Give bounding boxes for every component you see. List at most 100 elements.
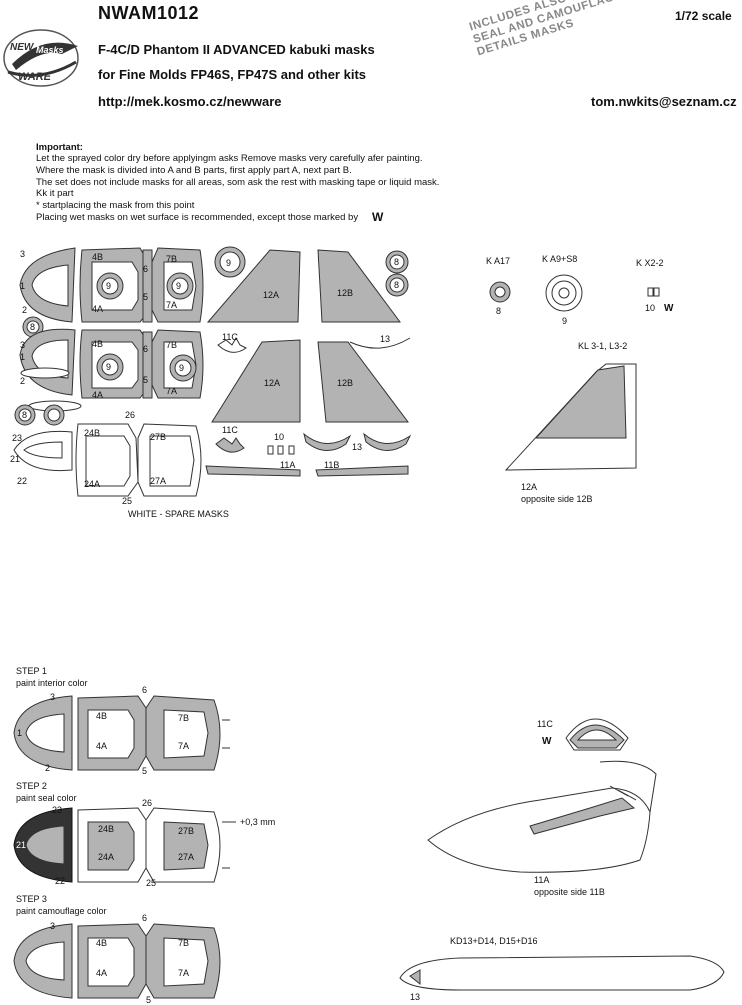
fuel-tank-title: KD13+D14, D15+D16 — [450, 936, 538, 946]
label-9: 9 — [106, 362, 111, 372]
wheel-label-10: 10 — [645, 303, 655, 313]
label-12A: 12A — [263, 290, 279, 300]
label-8: 8 — [22, 410, 27, 420]
label-23: 23 — [12, 433, 22, 443]
windscreen-outline — [565, 718, 629, 751]
label-10: 10 — [274, 432, 284, 442]
label-2: 2 — [45, 763, 50, 773]
label-22: 22 — [17, 476, 27, 486]
label-27B: 27B — [150, 432, 166, 442]
fuel-tank-label-13: 13 — [410, 992, 420, 1002]
logo-ware-text: WARE — [18, 71, 52, 83]
side-label-11A: 11A — [534, 875, 549, 885]
side-label-11C: 11C — [537, 719, 553, 729]
label-5: 5 — [146, 995, 151, 1005]
instruction-line: Let the sprayed color dry before applyin… — [36, 153, 423, 164]
label-4B: 4B — [96, 938, 107, 948]
fin-title: KL 3-1, L3-2 — [578, 341, 627, 351]
canopy-set-1 — [19, 247, 204, 323]
mask-10 — [277, 445, 284, 455]
logo-graphic: NEW Masks WARE — [3, 29, 79, 87]
label-13: 13 — [352, 442, 362, 452]
label-7B: 7B — [166, 340, 177, 350]
label-12B: 12B — [337, 378, 353, 388]
step-2-title: STEP 2 — [16, 781, 47, 791]
label-5: 5 — [143, 375, 148, 385]
logo-masks-text: Masks — [36, 45, 64, 55]
label-23: 23 — [52, 805, 62, 815]
label-24A: 24A — [98, 852, 114, 862]
label-7B: 7B — [166, 254, 177, 264]
label-6: 6 — [142, 685, 147, 695]
fuselage-outline — [427, 787, 651, 873]
email-link[interactable]: tom.nwkits@seznam.cz — [591, 94, 737, 109]
canopy-set-2 — [19, 328, 204, 399]
fin-opposite: opposite side 12B — [521, 494, 593, 504]
wheel-mask-9 — [545, 274, 583, 312]
label-7B: 7B — [178, 713, 189, 723]
wheel-label-a9: K A9+S8 — [542, 254, 577, 264]
website-link[interactable]: http://mek.kosmo.cz/newware — [98, 94, 282, 109]
label-4A: 4A — [96, 741, 107, 751]
label-11A: 11A — [280, 460, 295, 470]
label-4B: 4B — [92, 252, 103, 262]
label-11C: 11C — [222, 425, 238, 435]
canopy-step-2 — [13, 807, 236, 883]
label-9: 9 — [106, 281, 111, 291]
spare-strip — [20, 367, 70, 379]
label-1: 1 — [17, 728, 22, 738]
label-4A: 4A — [92, 304, 103, 314]
canopy-step-3 — [13, 923, 221, 999]
wheel-label-9: 9 — [562, 316, 567, 326]
label-24B: 24B — [84, 428, 100, 438]
wet-mask-icon: W — [372, 210, 384, 224]
fin-mask-12B — [317, 249, 401, 323]
label-26: 26 — [142, 798, 152, 808]
mask-11C — [217, 336, 247, 353]
label-9: 9 — [179, 363, 184, 373]
step-1-desc: paint interior color — [16, 678, 88, 688]
instruction-line: Placing wet masks on wet surface is reco… — [36, 212, 359, 223]
label-8: 8 — [394, 257, 399, 267]
label-3: 3 — [20, 340, 25, 350]
mask-13 — [363, 432, 412, 451]
canopy-frame-mask-11A — [529, 797, 636, 835]
label-3: 3 — [50, 921, 55, 931]
label-26: 26 — [125, 410, 135, 420]
fuel-tank-mask-13 — [409, 969, 421, 986]
label-27A: 27A — [178, 852, 194, 862]
spare-masks-note: WHITE - SPARE MASKS — [128, 509, 229, 519]
label-7A: 7A — [178, 968, 189, 978]
fin-mask-12B — [317, 341, 409, 423]
label-24B: 24B — [98, 824, 114, 834]
label-1: 1 — [20, 281, 25, 291]
label-7B: 7B — [178, 938, 189, 948]
label-12B: 12B — [337, 288, 353, 298]
label-13: 13 — [380, 334, 390, 344]
label-7A: 7A — [178, 741, 189, 751]
wheel-label-8: 8 — [496, 306, 501, 316]
mask-10 — [267, 445, 274, 455]
label-24A: 24A — [84, 479, 100, 489]
wheel-label-x22: K X2-2 — [636, 258, 664, 268]
label-5: 5 — [142, 766, 147, 776]
fuel-tank-outline — [399, 955, 725, 991]
mask-13 — [303, 432, 352, 451]
instruction-line: * startplacing the mask from this point — [36, 200, 195, 211]
instruction-line: Where the mask is divided into A and B p… — [36, 165, 352, 176]
label-25: 25 — [122, 496, 132, 506]
mask-10 — [647, 287, 654, 297]
label-21: 21 — [10, 454, 20, 464]
dimension-note: +0,3 mm — [240, 817, 275, 827]
title-line-2: for Fine Molds FP46S, FP47S and other ki… — [98, 67, 366, 82]
label-4B: 4B — [92, 339, 103, 349]
fin-mask-12A — [206, 249, 301, 323]
label-12A: 12A — [264, 378, 280, 388]
label-22: 22 — [55, 876, 65, 886]
fin-label: 12A — [521, 482, 537, 492]
wet-mask-icon: W — [542, 736, 552, 747]
wet-mask-icon: W — [664, 303, 674, 314]
mask-13 — [349, 337, 411, 349]
label-11B: 11B — [324, 460, 339, 470]
mask-11B — [315, 465, 409, 477]
